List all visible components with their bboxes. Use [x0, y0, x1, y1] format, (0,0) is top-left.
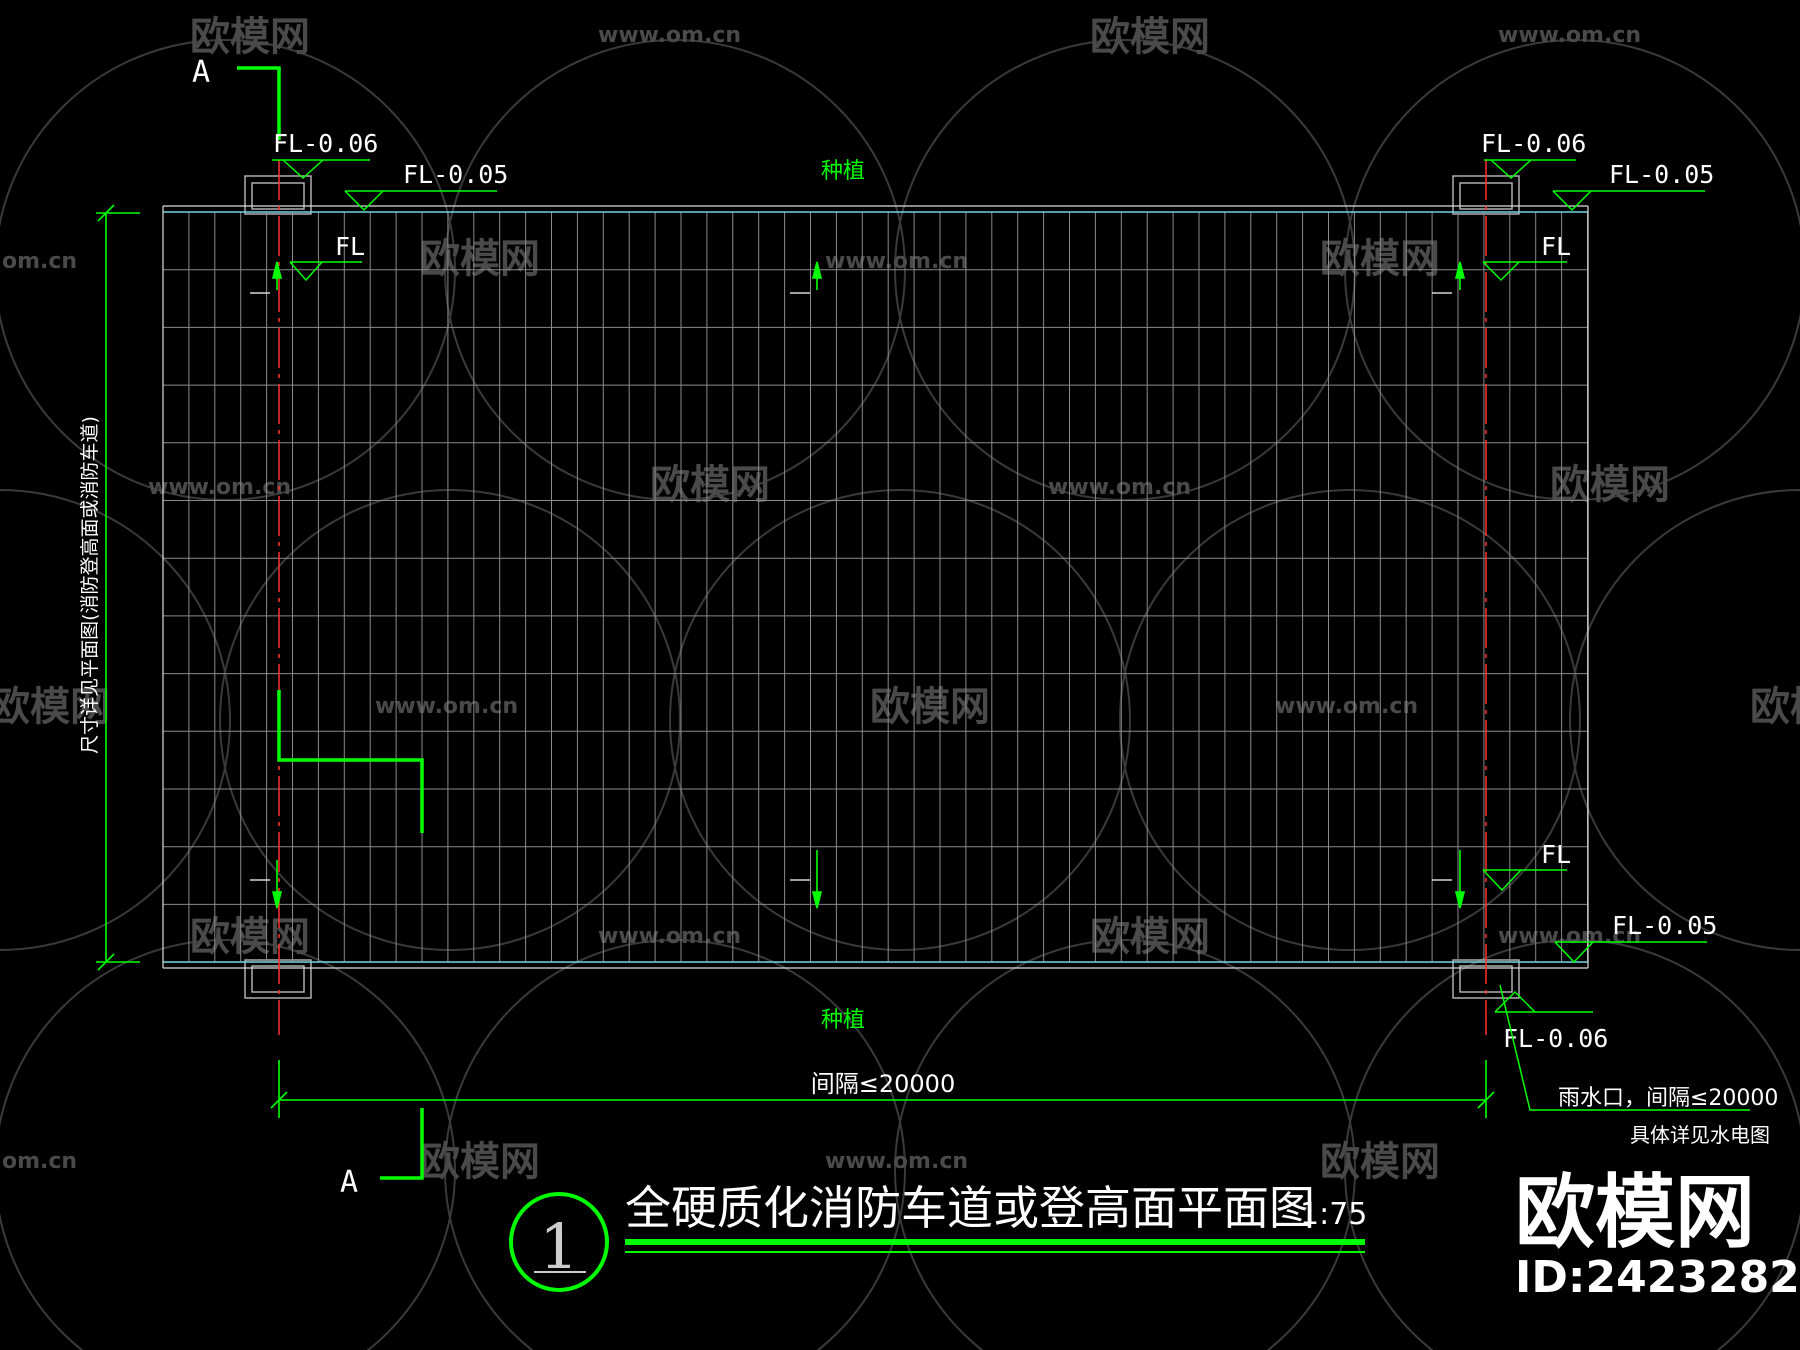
watermark-brand: 欧模网: [870, 684, 990, 730]
elevation-tr-fl-006: FL-0.06: [1481, 129, 1586, 158]
vertical-dimension-note: 尺寸详见平面图(消防登高面或消防车道): [79, 416, 101, 754]
watermark-site: www.om.cn: [598, 23, 741, 48]
watermark-brand: 欧模网: [420, 1139, 540, 1185]
brand-watermark: 欧模网: [1515, 1166, 1755, 1259]
watermark-brand: 欧模网: [1750, 684, 1800, 730]
elevation-tl-fl-006: FL-0.06: [273, 129, 378, 158]
watermark-site-short: om.cn: [2, 1149, 77, 1174]
watermark-site: www.om.cn: [598, 924, 741, 949]
drawing-title: 全硬质化消防车道或登高面平面图: [625, 1181, 1315, 1235]
watermark-site: www.om.cn: [1048, 475, 1191, 500]
section-mark-bottom: A: [340, 1165, 358, 1200]
pavement-edges: [163, 211, 1588, 963]
watermark-brand: 欧模网: [1550, 462, 1670, 508]
watermark-brand: 欧模网: [1090, 914, 1210, 960]
pavement-outline: [162, 205, 1589, 969]
watermark-site: www.om.cn: [375, 694, 518, 719]
watermark-site: www.om.cn: [825, 1149, 968, 1174]
watermark-brand: 欧模网: [650, 462, 770, 508]
elevation-br-fl-006: FL-0.06: [1503, 1024, 1608, 1053]
slope-ticks: [250, 292, 1452, 881]
elevation-tl-fl-005: FL-0.05: [403, 160, 508, 189]
watermark-site: www.om.cn: [1498, 23, 1641, 48]
elevation-labels: FL-0.06 FL-0.05 FL FL-0.06 FL-0.05 FL FL…: [273, 129, 1717, 1053]
drawing-scale: 1:75: [1300, 1197, 1367, 1232]
watermark-brand: 欧模网: [190, 914, 310, 960]
spacing-dimension: 间隔≤20000: [811, 1070, 955, 1098]
drain-note-2: 具体详见水电图: [1630, 1123, 1770, 1147]
section-cut-line: [237, 66, 424, 1180]
planting-label-top: 种植: [821, 159, 865, 184]
watermark-brand: 欧模网: [420, 236, 540, 282]
paving-grid: [162, 211, 1588, 963]
horizontal-dimension: [270, 1060, 1495, 1118]
elevation-br-fl: FL: [1541, 840, 1571, 869]
planting-label-bottom: 种植: [821, 1008, 865, 1033]
vertical-dimension: [96, 204, 140, 971]
drainage-slots: [244, 175, 1520, 999]
watermark-brand: 欧模网: [190, 14, 310, 60]
watermark-site: www.om.cn: [1275, 694, 1418, 719]
watermark-texts: 欧模网 欧模网 欧模网 欧模网 欧模网 欧模网 欧模网 欧模网 欧模网 欧模网 …: [0, 14, 1800, 1185]
title-underline: [625, 1239, 1365, 1253]
elevation-br-fl-005: FL-0.05: [1612, 911, 1717, 940]
drain-note-leader: [1499, 984, 1750, 1111]
watermark-site: www.om.cn: [148, 475, 291, 500]
detail-number: 1: [539, 1210, 578, 1283]
elevation-tl-fl: FL: [335, 232, 365, 261]
elevation-leaders: [272, 159, 1707, 1013]
elevation-tr-fl: FL: [1541, 232, 1571, 261]
brand-id: ID:2423282: [1515, 1252, 1800, 1303]
detail-number-badge: 1: [509, 1192, 609, 1292]
drain-note-1: 雨水口，间隔≤20000: [1558, 1086, 1778, 1111]
drain-centerlines: [278, 160, 1487, 1035]
slope-arrows: [271, 261, 1466, 909]
section-mark-top: A: [192, 55, 210, 90]
watermark-site: www.om.cn: [825, 249, 968, 274]
elevation-tr-fl-005: FL-0.05: [1609, 160, 1714, 189]
watermark-site: www.om.cn: [1498, 924, 1641, 949]
watermark-site-short: om.cn: [2, 249, 77, 274]
watermark-brand: 欧模网: [1090, 14, 1210, 60]
watermark-brand: 欧模网: [1320, 1139, 1440, 1185]
watermark-brand: 欧模网: [0, 684, 110, 730]
